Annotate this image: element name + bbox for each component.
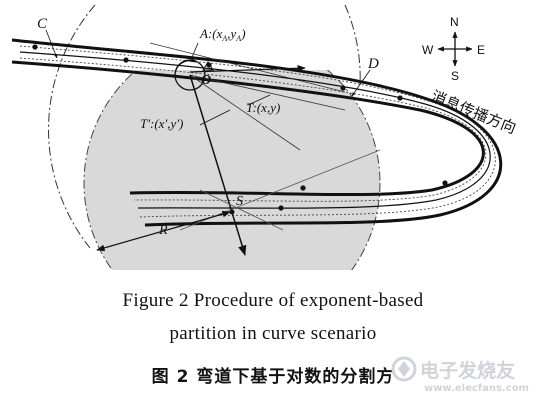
- vehicle-dot: [32, 44, 38, 50]
- compass-rose: N S W E: [422, 15, 485, 83]
- figure-caption-en-line1: Figure 2 Procedure of exponent-based: [122, 290, 424, 311]
- label-a: A:(xA,yA): [199, 26, 246, 43]
- figure-caption-en-line2: partition in curve scenario: [169, 323, 377, 344]
- vehicle-dot: [123, 57, 129, 63]
- road-inner-edge: [11, 60, 485, 197]
- vehicle-dot: [340, 85, 346, 91]
- lane-dotted-line-1: [19, 45, 496, 218]
- road-outer-edge: [11, 38, 503, 227]
- label-t: T:(x,y): [246, 100, 280, 115]
- propagation-direction-label: 消息传播方向: [429, 87, 519, 137]
- compass-west: W: [422, 43, 434, 57]
- label-o: O: [201, 73, 211, 88]
- vehicle-dot: [397, 95, 403, 101]
- label-t-prime: T':(x',y'): [140, 116, 183, 131]
- d-label-pointer: [351, 69, 371, 97]
- t-pointer: [247, 94, 271, 106]
- watermark-logo: 电子发烧友 www.elecfans.com: [391, 356, 529, 394]
- figure-caption-cn: 图 2 弯道下基于对数的分割方: [151, 367, 395, 387]
- radius-r-arrow: [96, 210, 231, 252]
- label-d: D: [367, 56, 379, 72]
- outer-range-circle: [48, 4, 96, 249]
- o-marker-triangle: [202, 61, 214, 71]
- outer-range-circle-right: [344, 4, 361, 86]
- vehicle-dot: [442, 180, 448, 186]
- compass-north: N: [450, 15, 459, 29]
- partition-line-b: [189, 74, 346, 111]
- partition-line-a: [149, 42, 346, 93]
- compass-south: S: [451, 69, 459, 83]
- svg-text:www.elecfans.com: www.elecfans.com: [424, 383, 529, 394]
- node-a-circle: [174, 59, 206, 91]
- label-c: C: [37, 16, 48, 32]
- s-point: [229, 209, 235, 215]
- a-direction-arrow: [189, 64, 306, 73]
- partition-line-c: [189, 74, 301, 151]
- label-r: R: [158, 223, 168, 238]
- vehicle-dot: [300, 185, 306, 191]
- road-middle-edge: [19, 51, 491, 209]
- lane-dotted-line-2: [19, 57, 487, 202]
- s-chord-line-2: [199, 189, 284, 231]
- svg-text:电子发烧友: 电子发烧友: [420, 359, 515, 382]
- vehicle-dot: [278, 205, 284, 211]
- vehicle-dots: [32, 44, 448, 211]
- node-a-arc-arrow: [175, 58, 197, 71]
- a-label-pointer: [189, 42, 199, 63]
- label-s: S: [236, 194, 243, 209]
- c-label-pointer: [45, 29, 58, 59]
- compass-east: E: [477, 43, 485, 57]
- a-to-s-arrow: [189, 74, 247, 257]
